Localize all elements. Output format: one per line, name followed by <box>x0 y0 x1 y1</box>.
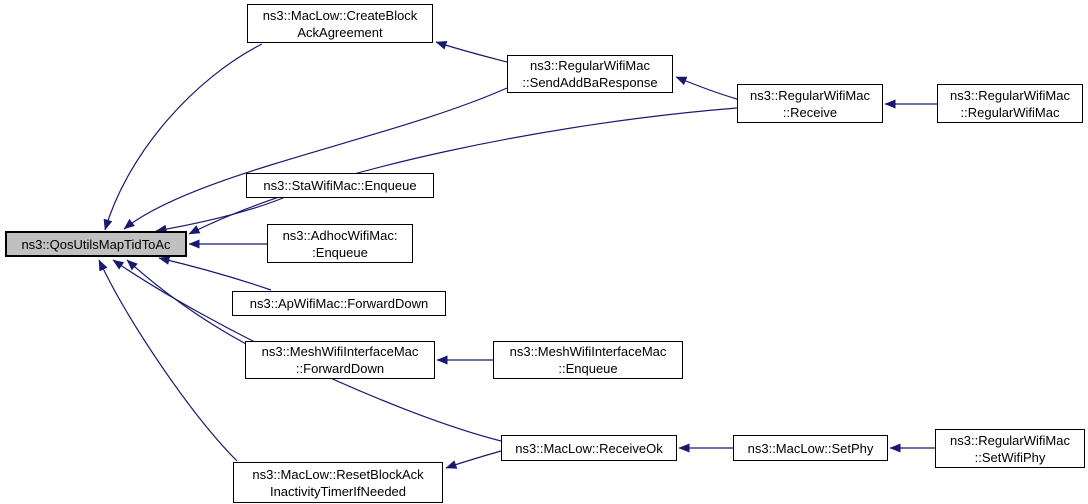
graph-node-setwifiphy[interactable]: ns3::RegularWifiMac::SetWifiPhy <box>935 429 1085 468</box>
edge-sendaddba-to-qos <box>123 87 508 230</box>
node-label-line: ns3::RegularWifiMac <box>530 58 650 73</box>
node-label-line: ns3::MeshWifiInterfaceMac <box>509 344 667 359</box>
node-label-line: InactivityTimerIfNeeded <box>269 483 407 499</box>
node-label-line: ::ForwardDown <box>295 361 385 376</box>
graph-node-meshenqueue[interactable]: ns3::MeshWifiInterfaceMac::Enqueue <box>493 341 683 379</box>
graph-node-staenqueue[interactable]: ns3::StaWifiMac::Enqueue <box>246 173 434 198</box>
node-label-line: ::Receive <box>782 104 838 120</box>
node-label-line: ns3::StaWifiMac::Enqueue <box>263 178 417 193</box>
edge-sendaddba-to-createblockack <box>435 41 508 63</box>
node-label-line: :Enqueue <box>312 244 368 260</box>
graph-node-meshforward[interactable]: ns3::MeshWifiInterfaceMac::ForwardDown <box>245 341 435 379</box>
node-label-line: ns3::RegularWifiMac <box>950 432 1070 448</box>
edge-meshforward-to-qos <box>126 259 247 345</box>
node-label-line: ns3::MacLow::SetPhy <box>747 440 874 456</box>
node-label-line: ns3::MacLow::CreateBlock <box>262 7 418 23</box>
node-label-line: ::Enqueue <box>558 361 618 376</box>
graph-node-qos[interactable]: ns3::QosUtilsMapTidToAc <box>5 231 187 257</box>
node-label-line: ns3::RegularWifiMac <box>950 87 1070 103</box>
node-label-line: ::SendAddBaResponse <box>522 75 658 90</box>
graph-node-receive[interactable]: ns3::RegularWifiMac::Receive <box>737 84 883 123</box>
node-label-line: ns3::AdhocWifiMac: <box>282 227 398 243</box>
edge-receive-to-sendaddba <box>675 76 738 100</box>
node-label-line: AckAgreement <box>297 24 383 40</box>
node-label-line: ns3::MeshWifiInterfaceMac <box>261 344 419 359</box>
graph-node-setphy[interactable]: ns3::MacLow::SetPhy <box>733 435 888 461</box>
node-label-line: ns3::QosUtilsMapTidToAc <box>21 236 171 252</box>
node-label-line: ns3::RegularWifiMac <box>750 87 870 103</box>
graph-node-adhocenqueue[interactable]: ns3::AdhocWifiMac::Enqueue <box>267 224 413 263</box>
edge-resetblockack-to-qos <box>98 259 238 462</box>
edge-receive-to-qos <box>188 107 738 235</box>
graph-node-receiveok[interactable]: ns3::MacLow::ReceiveOk <box>501 435 677 461</box>
node-label-line: ns3::MacLow::ReceiveOk <box>515 440 663 456</box>
node-label-line: ::SetWifiPhy <box>974 449 1046 465</box>
graph-node-ctor[interactable]: ns3::RegularWifiMac::RegularWifiMac <box>937 84 1083 123</box>
node-label-line: ::RegularWifiMac <box>960 104 1060 120</box>
edge-receiveok-to-resetblockack <box>445 450 502 469</box>
graph-node-apforward[interactable]: ns3::ApWifiMac::ForwardDown <box>232 291 446 316</box>
edge-apforward-to-qos <box>158 256 272 291</box>
node-label-line: ns3::MacLow::ResetBlockAck <box>252 466 424 482</box>
node-label-line: ns3::ApWifiMac::ForwardDown <box>249 296 429 311</box>
edge-staenqueue-to-qos <box>155 197 284 234</box>
edge-createblockack-to-qos <box>103 43 263 231</box>
graph-node-sendaddba[interactable]: ns3::RegularWifiMac::SendAddBaResponse <box>507 55 673 93</box>
